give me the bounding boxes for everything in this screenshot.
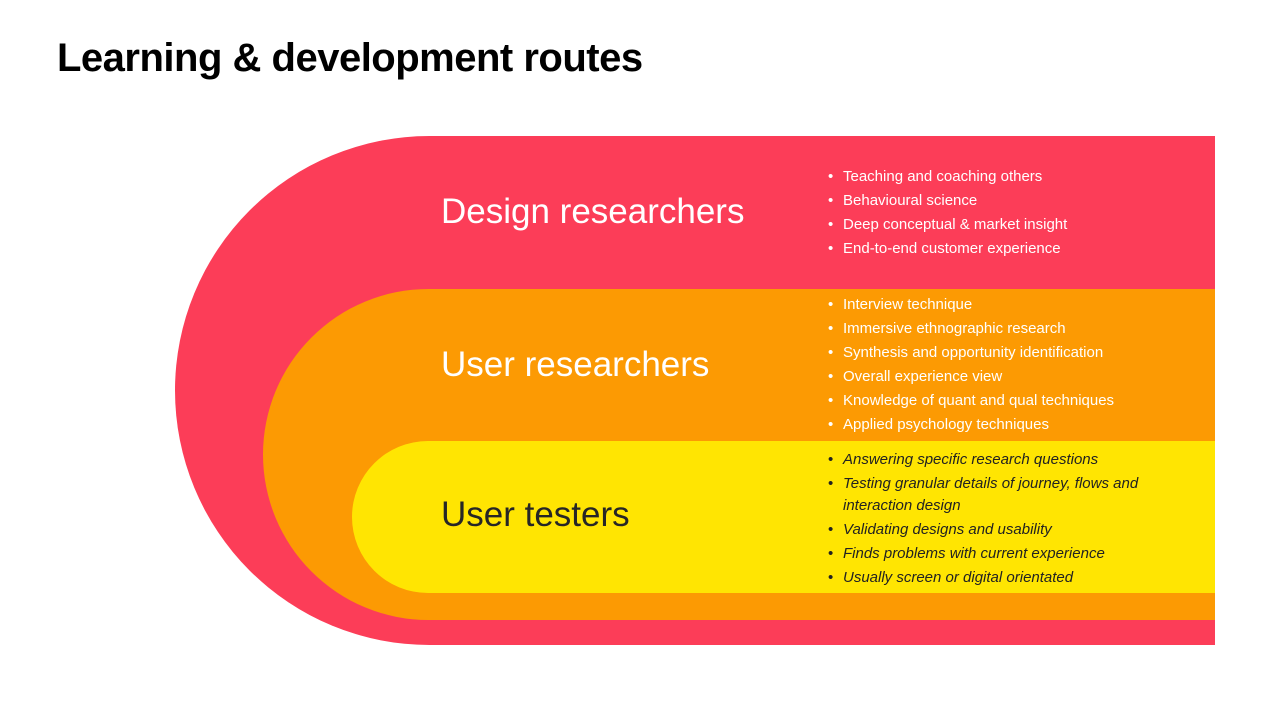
ring-label-design-researchers: Design researchers [441, 192, 745, 231]
bullet-item: Testing granular details of journey, flo… [826, 473, 1210, 517]
ring-label-user-testers: User testers [441, 495, 630, 534]
bullet-item: Validating designs and usability [826, 519, 1210, 541]
bullet-list-user-researchers: Interview techniqueImmersive ethnographi… [826, 294, 1210, 438]
bullet-item: Applied psychology techniques [826, 414, 1210, 436]
bullet-item: Interview technique [826, 294, 1210, 316]
bullet-item: Answering specific research questions [826, 449, 1210, 471]
bullet-item: Overall experience view [826, 366, 1210, 388]
bullet-item: Immersive ethnographic research [826, 318, 1210, 340]
bullet-item: Deep conceptual & market insight [826, 214, 1210, 236]
bullet-item: Behavioural science [826, 190, 1210, 212]
bullet-item: Usually screen or digital orientated [826, 567, 1210, 589]
bullet-list-design-researchers: Teaching and coaching othersBehavioural … [826, 166, 1210, 262]
bullet-item: Knowledge of quant and qual techniques [826, 390, 1210, 412]
bullet-item: Synthesis and opportunity identification [826, 342, 1210, 364]
bullet-item: End-to-end customer experience [826, 238, 1210, 260]
ring-label-user-researchers: User researchers [441, 345, 710, 384]
bullet-item: Finds problems with current experience [826, 543, 1210, 565]
bullet-item: Teaching and coaching others [826, 166, 1210, 188]
slide-title: Learning & development routes [57, 36, 643, 80]
bullet-list-user-testers: Answering specific research questionsTes… [826, 449, 1210, 591]
